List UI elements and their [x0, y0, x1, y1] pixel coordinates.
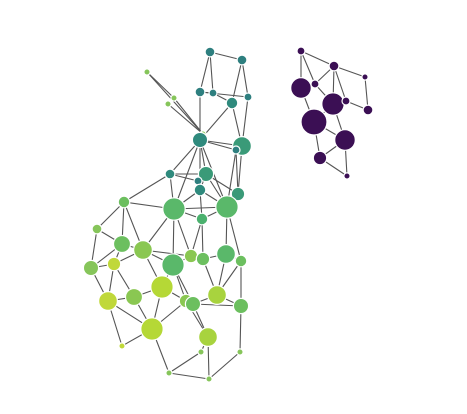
- node: [231, 145, 241, 155]
- node: [97, 291, 118, 312]
- node: [106, 256, 122, 272]
- node: [207, 285, 228, 306]
- node: [341, 96, 351, 106]
- node: [216, 244, 237, 265]
- node: [194, 86, 206, 98]
- edge: [146, 71, 175, 99]
- node: [230, 186, 246, 202]
- node: [140, 317, 164, 341]
- node: [312, 150, 328, 166]
- edge: [300, 50, 335, 67]
- node: [162, 197, 186, 221]
- edge: [167, 103, 204, 135]
- node: [225, 96, 239, 110]
- node: [198, 327, 219, 348]
- node: [310, 79, 320, 89]
- edge: [146, 71, 204, 135]
- edge: [199, 51, 211, 93]
- node: [195, 251, 211, 267]
- node: [165, 369, 173, 377]
- node: [321, 92, 345, 116]
- node: [204, 46, 216, 58]
- node: [112, 234, 132, 254]
- node: [164, 100, 172, 108]
- node: [290, 77, 312, 99]
- edge: [168, 372, 210, 380]
- node: [208, 88, 218, 98]
- node: [195, 212, 209, 226]
- node: [117, 195, 131, 209]
- edge: [123, 173, 171, 203]
- node: [234, 254, 248, 268]
- node: [124, 287, 144, 307]
- node: [183, 248, 199, 264]
- node: [193, 183, 207, 197]
- node: [133, 240, 154, 261]
- edge: [208, 351, 241, 380]
- edge: [364, 76, 369, 111]
- node: [82, 259, 100, 277]
- edge: [168, 351, 202, 374]
- edge: [173, 97, 204, 135]
- node: [184, 295, 202, 313]
- edge: [235, 149, 239, 195]
- edge: [209, 51, 214, 94]
- edge: [333, 65, 347, 102]
- node: [232, 297, 250, 315]
- node: [91, 223, 103, 235]
- node: [197, 165, 215, 183]
- node: [236, 54, 248, 66]
- node: [118, 342, 126, 350]
- node: [362, 104, 374, 116]
- node: [205, 375, 213, 383]
- node: [150, 275, 174, 299]
- node-layer: [82, 46, 374, 383]
- node: [236, 348, 244, 356]
- node: [143, 68, 151, 76]
- node: [243, 92, 253, 102]
- node: [215, 195, 239, 219]
- node: [197, 348, 205, 356]
- node: [164, 168, 176, 180]
- node: [334, 129, 356, 151]
- node: [191, 131, 209, 149]
- edge: [241, 59, 249, 98]
- edge: [300, 50, 316, 85]
- node: [328, 60, 340, 72]
- node: [161, 253, 185, 277]
- node: [300, 108, 328, 136]
- node: [170, 94, 178, 102]
- node: [343, 172, 351, 180]
- node: [361, 73, 369, 81]
- node: [296, 46, 306, 56]
